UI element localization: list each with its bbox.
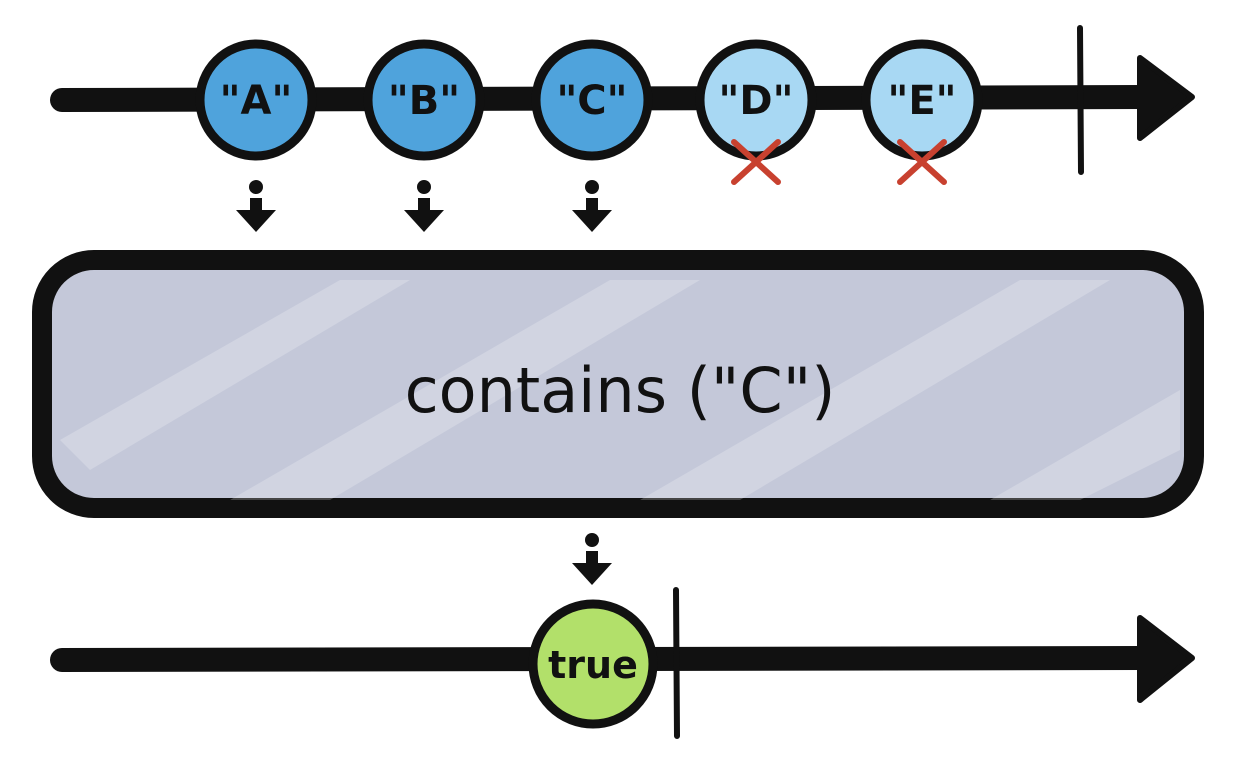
marble-circle	[195, 39, 317, 161]
output-timeline-arrowhead	[1137, 615, 1195, 703]
input-marble-c: "C"	[531, 39, 653, 161]
marble-label: "E"	[887, 78, 956, 124]
input-completion-line	[1077, 25, 1084, 175]
marble-circle	[861, 39, 983, 161]
down-arrow-icon	[236, 180, 276, 232]
output-completion-line	[673, 587, 680, 739]
down-arrow-icon	[572, 180, 612, 232]
marble-label: "C"	[556, 78, 627, 124]
down-arrow-icon	[572, 533, 612, 585]
operator-box: contains ("C")	[32, 250, 1204, 518]
operator-label: contains ("C")	[405, 354, 836, 427]
marble-label: "D"	[719, 78, 794, 124]
marble-circle	[363, 39, 485, 161]
marble-circle	[695, 39, 817, 161]
marble-circle	[531, 39, 653, 161]
operator-glare	[60, 280, 1180, 500]
input-timeline-arrowhead	[1137, 55, 1195, 141]
input-marble-e: "E"	[861, 39, 983, 185]
marble-label: "B"	[388, 78, 460, 124]
input-marble-a: "A"	[195, 39, 317, 161]
operator-box-body	[32, 250, 1204, 518]
input-marble-d: "D"	[695, 39, 817, 185]
down-arrow-icon	[404, 180, 444, 232]
input-marble-b: "B"	[363, 39, 485, 161]
dropped-cross-icon	[731, 139, 781, 185]
dropped-cross-icon	[897, 139, 947, 185]
marble-label: true	[548, 643, 638, 687]
output-marble-true: true	[528, 599, 658, 729]
marble-label: "A"	[220, 78, 293, 124]
marble-circle	[528, 599, 658, 729]
